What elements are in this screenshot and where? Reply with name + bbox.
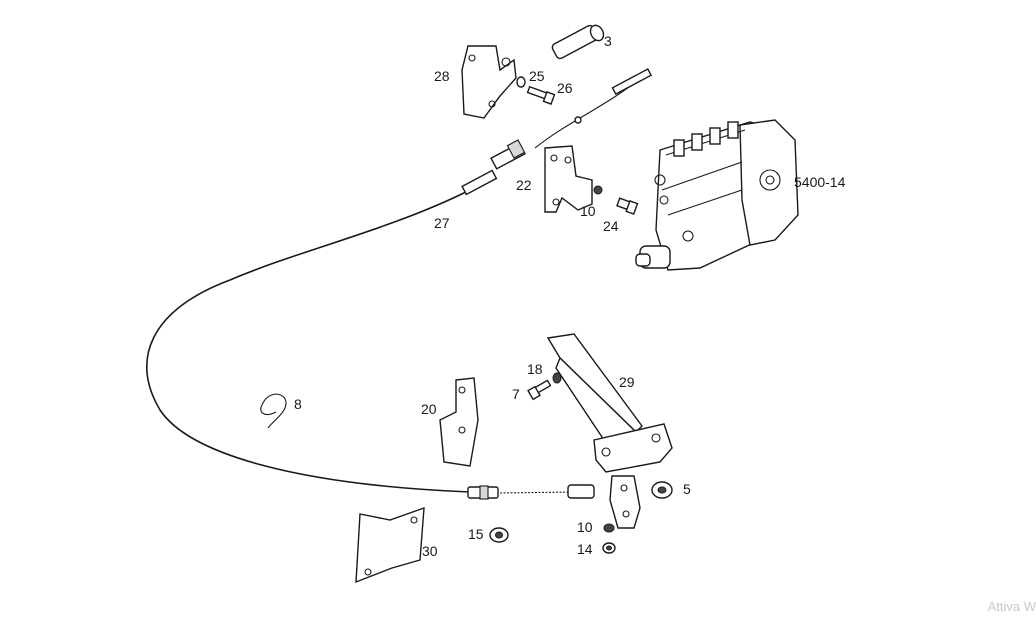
callout-10-lower: 10 (577, 519, 593, 535)
callout-30: 30 (422, 543, 438, 559)
part-15-nut (489, 527, 509, 543)
accelerator-cable (146, 189, 471, 493)
pedal-lever (609, 475, 641, 529)
callout-18: 18 (527, 361, 543, 377)
part-8-clip (260, 393, 287, 429)
part-14-nut (602, 542, 616, 554)
cable-adjuster-upper (461, 68, 653, 196)
callout-15: 15 (468, 526, 484, 542)
cable-pedal-end (499, 491, 576, 494)
callout-14: 14 (577, 541, 593, 557)
callout-3: 3 (604, 33, 612, 49)
callout-26: 26 (557, 80, 573, 96)
callout-25: 25 (529, 68, 545, 84)
part-24-screw (616, 197, 639, 215)
activate-windows-watermark: Attiva W (987, 599, 1036, 614)
callout-28: 28 (434, 68, 450, 84)
part-3-end-fitting (551, 24, 605, 60)
callout-8: 8 (294, 396, 302, 412)
injection-pump (635, 119, 799, 271)
part-28-bracket (461, 45, 517, 119)
part-7-bolt (527, 379, 552, 401)
part-29-pedal (546, 333, 673, 473)
callout-22: 22 (516, 177, 532, 193)
callout-5400-14: 5400-14 (794, 174, 846, 190)
callout-7: 7 (512, 386, 520, 402)
part-10-washer-upper (593, 185, 603, 195)
part-20-bracket (439, 377, 479, 467)
callout-29: 29 (619, 374, 635, 390)
part-18-washer (552, 372, 562, 384)
part-10-washer-lower (603, 523, 615, 533)
part-25-washer (516, 76, 526, 88)
part-30-plate (355, 506, 425, 584)
callout-27: 27 (434, 215, 450, 231)
part-5-ball-joint (651, 481, 673, 499)
part-22-bracket (544, 145, 593, 213)
callout-5: 5 (683, 481, 691, 497)
callout-20: 20 (421, 401, 437, 417)
part-26-bolt (526, 85, 556, 105)
callout-10-upper: 10 (580, 203, 596, 219)
callout-24: 24 (603, 218, 619, 234)
cable-adjuster-lower (467, 484, 595, 500)
